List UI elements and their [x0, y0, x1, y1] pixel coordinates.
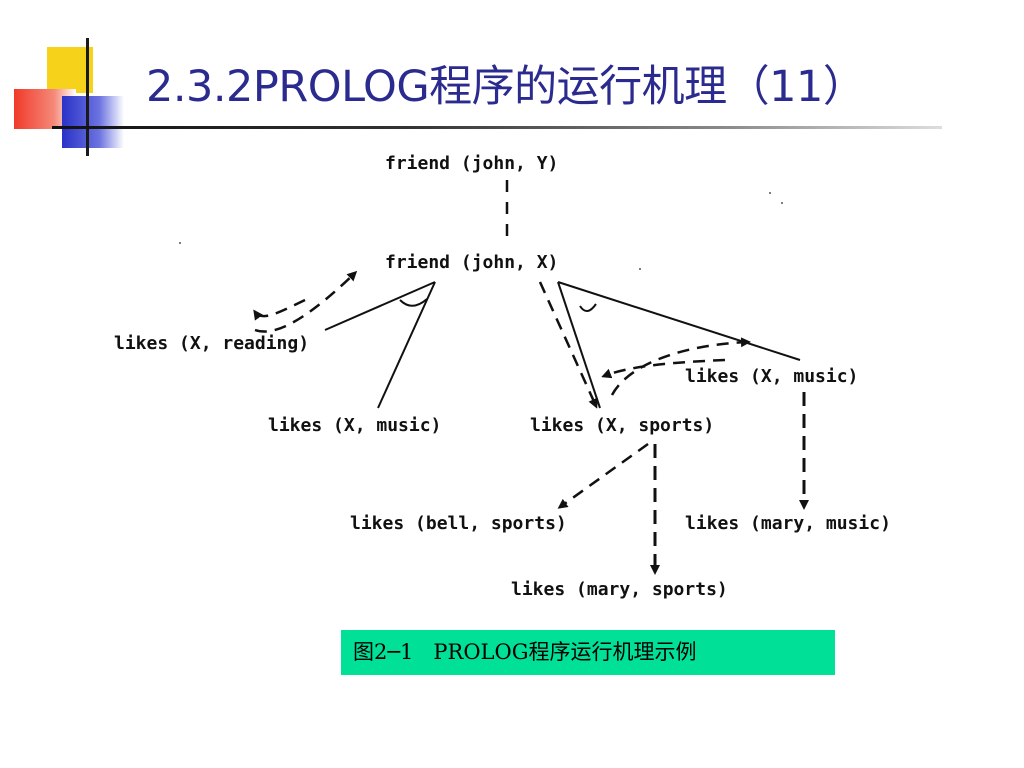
- edge-friend-to-music-left: [377, 281, 436, 409]
- edge-friend-to-reading: [324, 281, 436, 331]
- slide-title: 2.3.2PROLOG程序的运行机理（11）: [146, 62, 866, 112]
- node-likes-mary-sports: likes (mary, sports): [511, 579, 728, 600]
- and-arc-right: [579, 303, 597, 312]
- node-friend-john-y: friend (john, Y): [385, 153, 559, 174]
- arrow-backtrack-reading: [254, 270, 358, 333]
- node-friend-john-x: friend (john, X): [385, 252, 559, 273]
- decor-yellow-square: [47, 47, 93, 93]
- node-likes-x-reading: likes (X, reading): [114, 333, 310, 354]
- figure-caption: 图2─1 PROLOG程序运行机理示例: [341, 630, 835, 675]
- title-underline: [52, 126, 942, 129]
- node-likes-x-sports: likes (X, sports): [530, 415, 715, 436]
- arrow-backtrack-sports: [610, 337, 751, 396]
- decor-vertical-line: [86, 38, 89, 156]
- and-arc-left: [399, 298, 428, 307]
- arrow-to-bell-sports: [557, 442, 649, 509]
- node-likes-mary-music: likes (mary, music): [685, 513, 891, 534]
- decor-blue-square: [62, 96, 124, 148]
- node-likes-x-music-right: likes (X, music): [685, 366, 859, 387]
- arrow-to-sports: [538, 281, 598, 409]
- arrow-back-from-music: [601, 358, 726, 379]
- edge-friend-to-music-right: [557, 281, 801, 361]
- arrow-to-reading: [253, 298, 306, 321]
- node-likes-bell-sports: likes (bell, sports): [350, 513, 567, 534]
- edge-friend-to-sports: [557, 281, 601, 409]
- node-likes-x-music-left: likes (X, music): [268, 415, 442, 436]
